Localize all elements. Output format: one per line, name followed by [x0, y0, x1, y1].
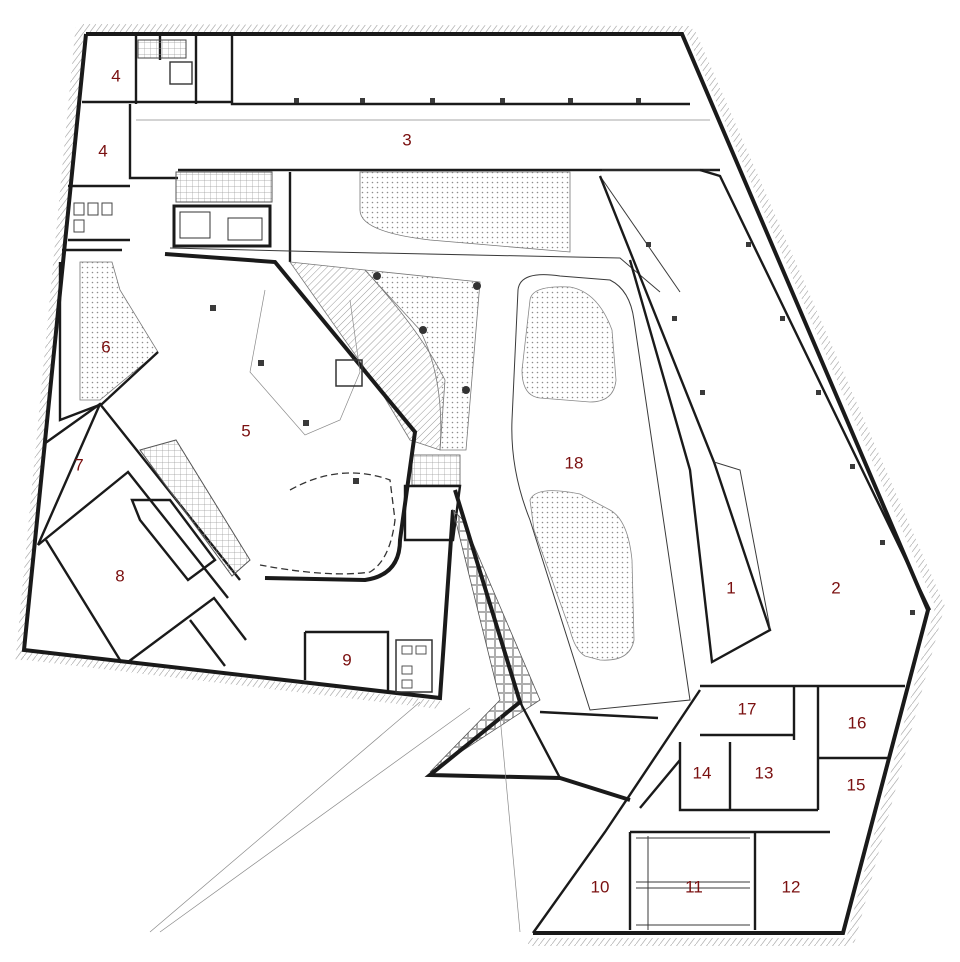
room-label: 11 — [685, 877, 703, 896]
northwest-rooms — [62, 34, 232, 252]
room-label: 3 — [402, 130, 411, 149]
ramp — [289, 261, 481, 486]
room-label: 13 — [755, 763, 774, 782]
room-labels: 1 2 3 4 4 5 6 7 8 9 10 11 12 13 14 15 16… — [74, 66, 866, 896]
room-label: 4 — [111, 66, 120, 85]
room-label: 12 — [782, 877, 801, 896]
room-label: 5 — [241, 421, 250, 440]
room-label: 8 — [115, 566, 124, 585]
room-label: 6 — [101, 337, 110, 356]
east-wing — [598, 168, 932, 664]
room-label: 10 — [591, 877, 610, 896]
room-label: 17 — [738, 699, 757, 718]
room-label: 15 — [847, 775, 866, 794]
room-label: 14 — [693, 763, 712, 782]
plaza — [511, 274, 691, 711]
atrium — [164, 252, 462, 583]
west-wing — [36, 261, 433, 693]
room-label: 2 — [831, 578, 840, 597]
room-label: 9 — [342, 650, 351, 669]
room-label: 16 — [848, 713, 867, 732]
north-corridor — [128, 34, 720, 180]
room-label: 18 — [565, 453, 584, 472]
ground-hatch — [15, 24, 945, 946]
outer-walls — [21, 32, 931, 935]
southeast-rooms — [628, 684, 905, 930]
room-label: 7 — [74, 455, 83, 474]
entrance-canopy — [149, 489, 659, 933]
courtyard — [169, 171, 681, 293]
room-label: 1 — [726, 578, 735, 597]
room-label: 4 — [98, 141, 107, 160]
